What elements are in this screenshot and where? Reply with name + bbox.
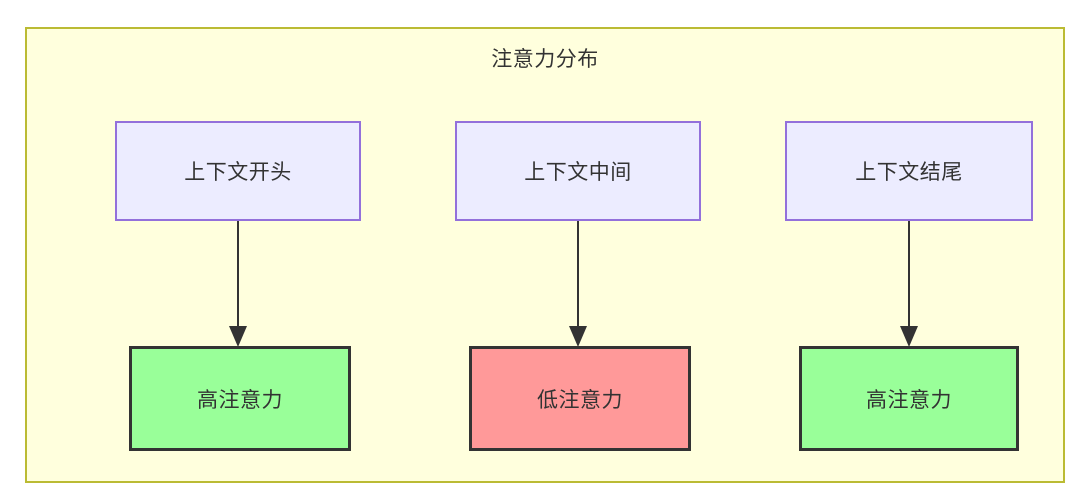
node-context-beginning[interactable]: 上下文开头 bbox=[115, 121, 361, 221]
arrow-down-icon bbox=[900, 221, 918, 347]
node-context-beginning-label: 上下文开头 bbox=[184, 161, 292, 184]
subgraph-title: 注意力分布 bbox=[491, 48, 599, 71]
node-high-attention-end[interactable]: 高注意力 bbox=[799, 346, 1019, 451]
node-context-middle-label: 上下文中间 bbox=[524, 161, 632, 184]
arrow-down-icon bbox=[569, 221, 587, 347]
node-context-end-label: 上下文结尾 bbox=[855, 161, 963, 184]
attention-distribution-subgraph: 注意力分布 上下文开头 高注意力 上下文中间 低注意力 bbox=[25, 27, 1065, 483]
edge-beginning-to-high-attention bbox=[225, 221, 251, 349]
edge-middle-to-low-attention bbox=[565, 221, 591, 349]
node-context-middle[interactable]: 上下文中间 bbox=[455, 121, 701, 221]
node-high-attention-beginning-label: 高注意力 bbox=[197, 388, 283, 412]
node-high-attention-end-label: 高注意力 bbox=[866, 388, 952, 412]
node-high-attention-beginning[interactable]: 高注意力 bbox=[129, 346, 351, 451]
node-context-end[interactable]: 上下文结尾 bbox=[785, 121, 1033, 221]
arrow-down-icon bbox=[229, 221, 247, 347]
node-low-attention-middle-label: 低注意力 bbox=[537, 388, 623, 412]
node-low-attention-middle[interactable]: 低注意力 bbox=[469, 346, 691, 451]
edge-end-to-high-attention bbox=[896, 221, 922, 349]
